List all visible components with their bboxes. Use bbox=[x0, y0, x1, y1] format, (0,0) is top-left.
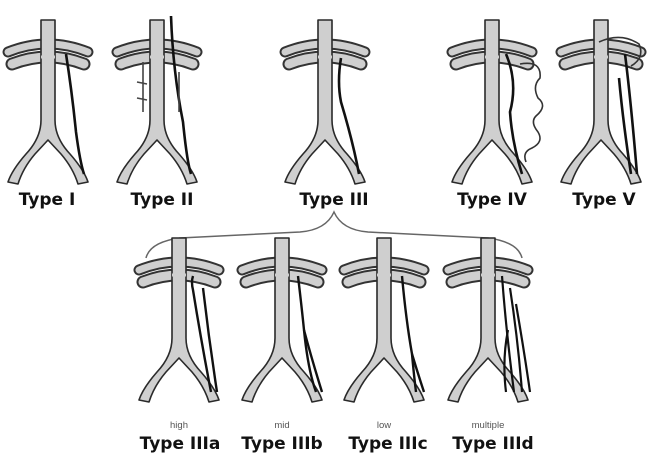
variant-type-3 bbox=[285, 20, 365, 184]
variant-type-3c bbox=[344, 238, 424, 402]
type-3d-position: multiple bbox=[472, 420, 505, 431]
variant-type-4 bbox=[452, 20, 543, 184]
type-3a-position: high bbox=[170, 420, 188, 431]
ureter-line-2 bbox=[625, 54, 637, 174]
type-3-label: Type III bbox=[299, 190, 368, 210]
type-4-label: Type IV bbox=[457, 190, 528, 210]
type-1-label: Type I bbox=[19, 190, 76, 210]
type-2-label: Type II bbox=[131, 190, 194, 210]
variant-type-2 bbox=[117, 16, 197, 184]
collateral-loop bbox=[520, 63, 543, 162]
variant-type-3b bbox=[242, 238, 322, 402]
variant-type-1 bbox=[8, 20, 88, 184]
ureter-line-4 bbox=[504, 330, 508, 392]
grouping-brace bbox=[146, 212, 522, 258]
type-3c-position: low bbox=[377, 420, 391, 431]
type-3b-position: mid bbox=[274, 420, 289, 431]
type-3c-label: Type IIIc bbox=[348, 434, 427, 454]
type-3a-label: Type IIIa bbox=[140, 434, 221, 454]
type-5-label: Type V bbox=[572, 190, 636, 210]
variant-type-3d bbox=[448, 238, 530, 402]
variant-type-5 bbox=[561, 20, 641, 184]
type-3b-label: Type IIIb bbox=[241, 434, 322, 454]
variant-type-3a bbox=[139, 238, 219, 402]
type-3d-label: Type IIId bbox=[452, 434, 533, 454]
